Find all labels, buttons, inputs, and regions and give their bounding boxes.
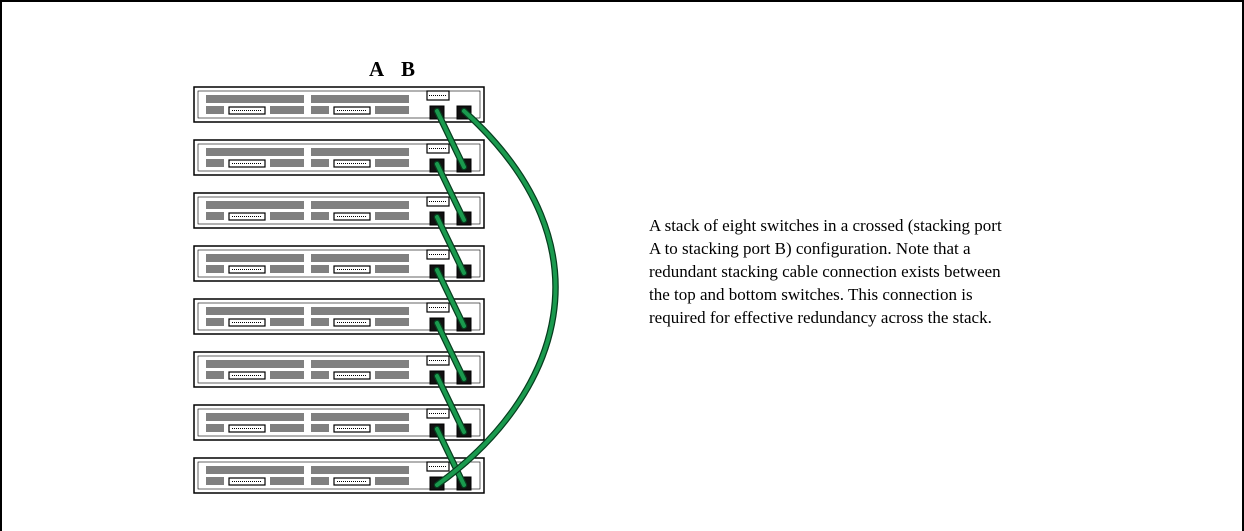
ethernet-port-block xyxy=(311,148,409,168)
switch-bezel xyxy=(197,302,481,331)
switch-bezel xyxy=(197,355,481,384)
ethernet-port-block xyxy=(206,201,304,221)
caption-line: A stack of eight switches in a crossed (… xyxy=(649,216,1002,235)
network-switch xyxy=(193,351,485,388)
ethernet-port-block xyxy=(311,466,409,486)
network-switch xyxy=(193,404,485,441)
ethernet-port-block xyxy=(311,95,409,115)
ethernet-port-block xyxy=(206,466,304,486)
switch-bezel xyxy=(197,196,481,225)
stacking-cable xyxy=(433,107,468,171)
switch-bezel xyxy=(197,408,481,437)
stacking-cable xyxy=(433,266,468,330)
network-switch xyxy=(193,139,485,176)
network-switch xyxy=(193,192,485,229)
redundant-stacking-cable xyxy=(433,107,559,489)
stacking-cable xyxy=(433,319,468,383)
switches-group xyxy=(193,86,485,494)
port-b-label: B xyxy=(401,57,416,81)
stacking-cable xyxy=(433,213,468,277)
ethernet-port-block xyxy=(206,148,304,168)
network-switch xyxy=(193,86,485,123)
ethernet-port-block xyxy=(311,360,409,380)
ethernet-port-block xyxy=(206,360,304,380)
ethernet-port-block xyxy=(206,413,304,433)
caption-line: the top and bottom switches. This connec… xyxy=(649,285,973,304)
stacking-cable xyxy=(433,425,468,489)
ethernet-port-block xyxy=(206,254,304,274)
ethernet-port-block xyxy=(206,307,304,327)
stacking-cable xyxy=(433,160,468,224)
ethernet-port-block xyxy=(311,254,409,274)
network-switch xyxy=(193,457,485,494)
ethernet-port-block xyxy=(311,307,409,327)
switch-bezel xyxy=(197,90,481,119)
caption-line: required for effective redundancy across… xyxy=(649,308,992,327)
ethernet-port-block xyxy=(206,95,304,115)
port-a-label: A xyxy=(369,57,385,81)
network-switch xyxy=(193,298,485,335)
stacking-cable xyxy=(433,372,468,436)
switch-bezel xyxy=(197,461,481,490)
caption-line: A to stacking port B) configuration. Not… xyxy=(649,239,971,258)
stacking-cables-group xyxy=(433,107,559,489)
switch-bezel xyxy=(197,143,481,172)
switch-bezel xyxy=(197,249,481,278)
caption-line: redundant stacking cable connection exis… xyxy=(649,262,1001,281)
diagram-caption: A stack of eight switches in a crossed (… xyxy=(649,214,1169,329)
ethernet-port-block xyxy=(311,413,409,433)
ethernet-port-block xyxy=(311,201,409,221)
network-switch xyxy=(193,245,485,282)
